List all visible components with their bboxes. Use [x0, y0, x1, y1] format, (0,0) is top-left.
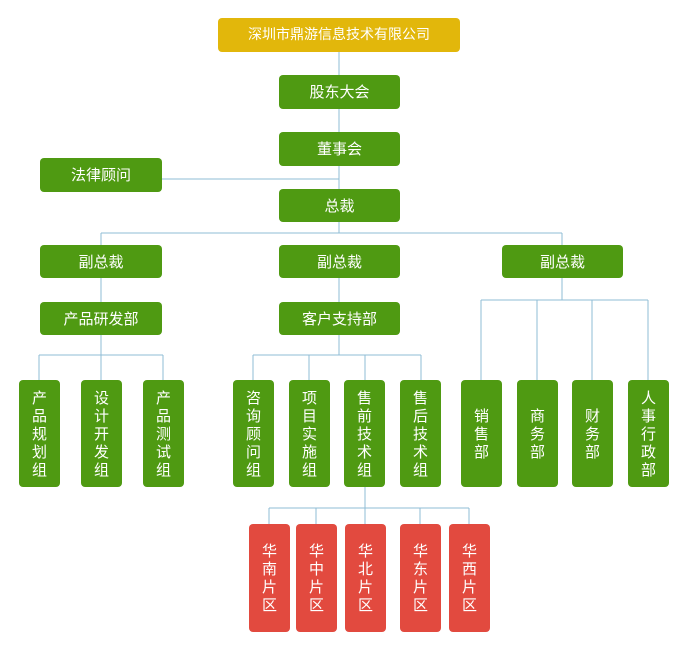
project-impl-node: 项目实施组: [289, 380, 330, 487]
hr-admin-label: 人事行政部: [640, 388, 656, 479]
design-dev-node: 设计开发组: [81, 380, 122, 487]
product-planning-node: 产品规划组: [19, 380, 60, 487]
region-central-label: 华中片区: [308, 542, 324, 614]
product-planning-label: 产品规划组: [31, 388, 47, 479]
vp-center-node: 副总裁: [279, 245, 400, 278]
shareholders-meeting-node: 股东大会: [279, 75, 400, 109]
product-testing-node: 产品测试组: [143, 380, 184, 487]
business-node: 商务部: [517, 380, 558, 487]
vp-center-label: 副总裁: [316, 252, 362, 271]
region-west-label: 华西片区: [461, 542, 477, 614]
product-rd-node: 产品研发部: [40, 302, 162, 335]
sales-node: 销售部: [461, 380, 502, 487]
vp-left-label: 副总裁: [78, 252, 124, 271]
consulting-node: 咨询顾问组: [233, 380, 274, 487]
product-testing-label: 产品测试组: [155, 388, 171, 479]
aftersales-node: 售后技术组: [400, 380, 441, 487]
company-node: 深圳市鼎游信息技术有限公司: [218, 18, 460, 52]
president-label: 总裁: [324, 196, 355, 215]
finance-label: 财务部: [584, 406, 600, 461]
design-dev-label: 设计开发组: [93, 388, 109, 479]
region-north-node: 华北片区: [345, 524, 386, 632]
sales-label: 销售部: [473, 406, 489, 461]
customer-support-label: 客户支持部: [301, 309, 377, 328]
finance-node: 财务部: [572, 380, 613, 487]
region-south-node: 华南片区: [249, 524, 290, 632]
region-central-node: 华中片区: [296, 524, 337, 632]
presales-node: 售前技术组: [344, 380, 385, 487]
customer-support-node: 客户支持部: [279, 302, 400, 335]
business-label: 商务部: [529, 406, 545, 461]
vp-left-node: 副总裁: [40, 245, 162, 278]
vp-right-label: 副总裁: [539, 252, 585, 271]
aftersales-label: 售后技术组: [412, 388, 428, 479]
legal-advisor-node: 法律顾问: [40, 158, 162, 192]
region-south-label: 华南片区: [261, 542, 277, 614]
legal-advisor-label: 法律顾问: [70, 166, 131, 184]
board-node: 董事会: [279, 132, 400, 166]
shareholders-meeting-label: 股东大会: [309, 83, 370, 101]
vp-right-node: 副总裁: [502, 245, 623, 278]
president-node: 总裁: [279, 189, 400, 222]
consulting-label: 咨询顾问组: [245, 388, 261, 479]
board-label: 董事会: [316, 140, 362, 158]
region-north-label: 华北片区: [357, 542, 373, 614]
region-east-label: 华东片区: [412, 542, 428, 614]
region-east-node: 华东片区: [400, 524, 441, 632]
hr-admin-node: 人事行政部: [628, 380, 669, 487]
company-label: 深圳市鼎游信息技术有限公司: [248, 26, 430, 43]
product-rd-label: 产品研发部: [63, 309, 139, 328]
presales-label: 售前技术组: [356, 388, 372, 479]
region-west-node: 华西片区: [449, 524, 490, 632]
project-impl-label: 项目实施组: [301, 388, 317, 479]
